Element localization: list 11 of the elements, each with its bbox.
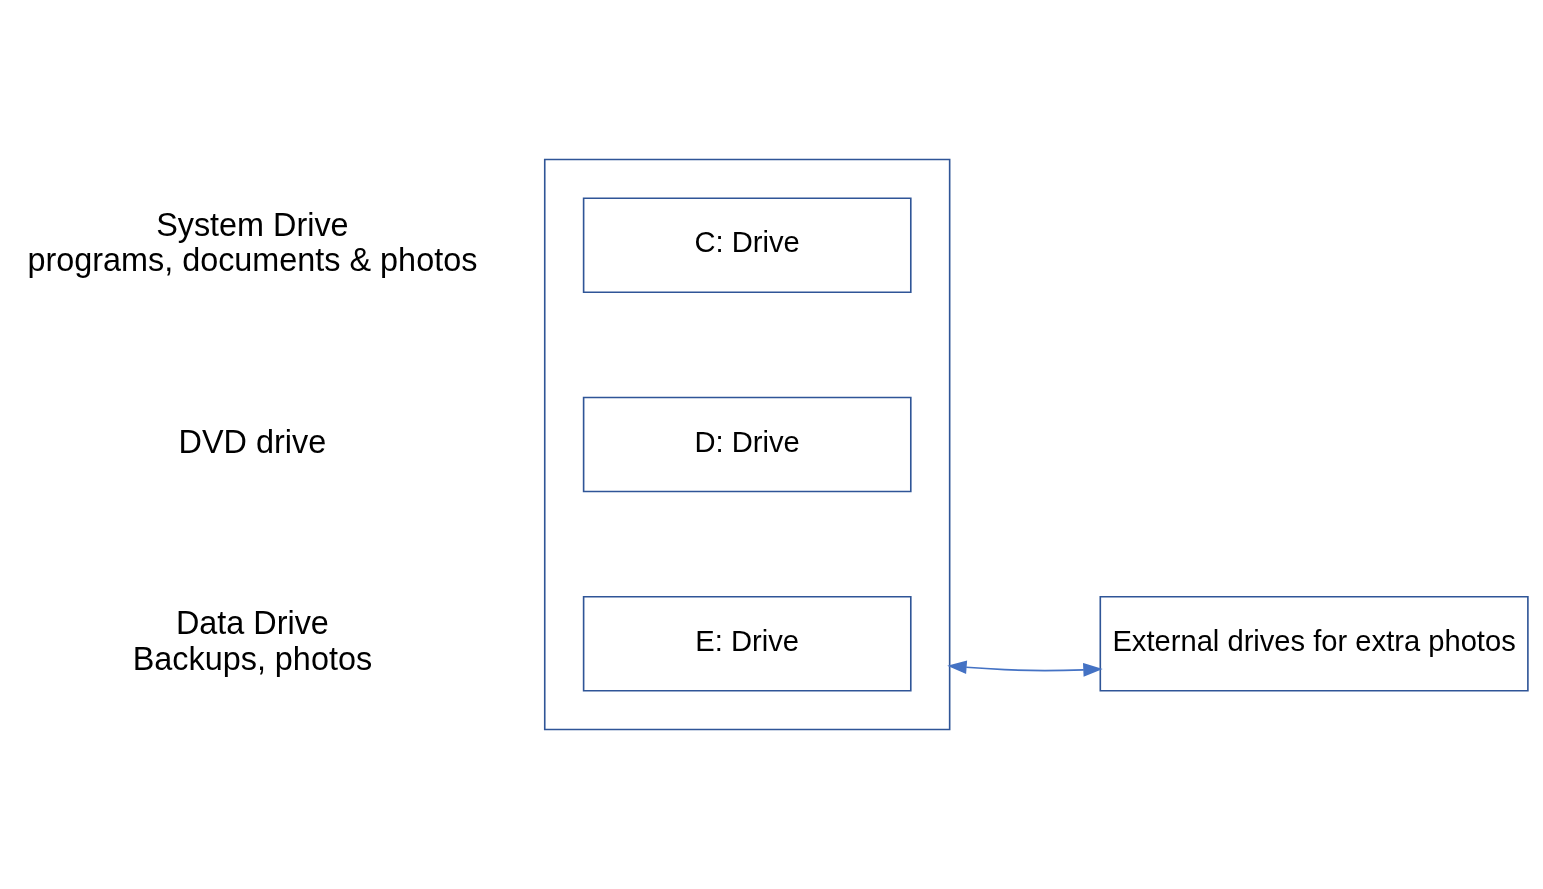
label: System Drive [156,206,349,243]
label: Backups, photos [132,640,373,677]
label: DVD drive [178,423,327,460]
label: Data Drive [175,605,329,641]
node-box: C: Drive [582,197,912,294]
cluster [543,158,951,731]
arrow [947,660,1103,677]
node-box: External drives for extra photos [1099,595,1529,692]
node-box: D: Drive [582,396,912,493]
node-box: E: Drive [582,595,912,692]
label: programs, documents & photos [27,242,478,279]
